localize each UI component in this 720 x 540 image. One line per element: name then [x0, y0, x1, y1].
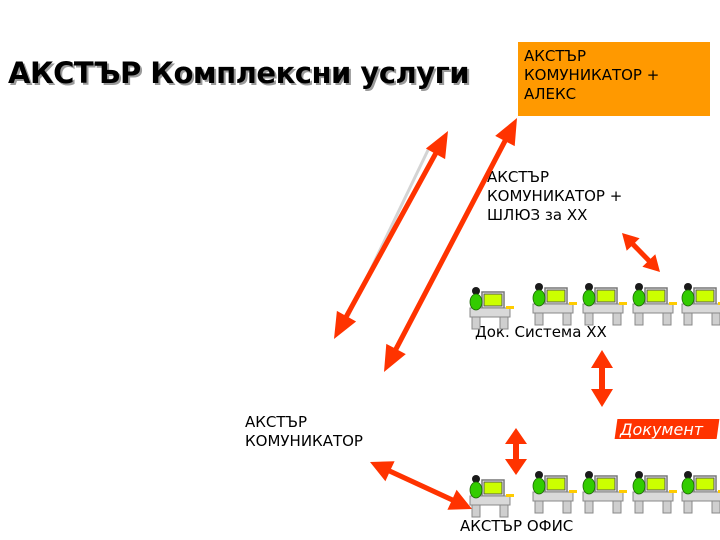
gateway-line-1: АКСТЪР	[487, 168, 550, 186]
arrow-title-to-communicator	[334, 131, 448, 339]
arrows	[334, 118, 660, 510]
communicator-label: АКСТЪР КОМУНИКАТОР	[245, 413, 363, 451]
workstation-icon	[681, 470, 720, 514]
double-arrow-shape	[591, 350, 613, 407]
document-badge-label: Документ	[620, 420, 704, 439]
doc-system-workstations	[469, 282, 720, 330]
office-label: АКСТЪР ОФИС	[460, 517, 574, 535]
arrow-alex-to-communicator	[384, 118, 517, 372]
workstation-icon	[632, 470, 678, 514]
double-arrow-shape	[334, 131, 448, 339]
workstation-icon	[582, 470, 628, 514]
workstation-icon	[632, 282, 678, 326]
office-workstations	[469, 470, 720, 518]
gateway-line-2: КОМУНИКАТОР +	[487, 187, 623, 205]
page-title: АКСТЪР Комплексни услуги	[8, 56, 470, 90]
arrow-office-vertical	[505, 428, 527, 475]
arrow-communicator-to-office	[370, 461, 472, 510]
gateway-communicator-label: АКСТЪР КОМУНИКАТОР + ШЛЮЗ за XX	[487, 168, 622, 225]
communicator-line-1: АКСТЪР	[245, 413, 308, 431]
communicator-line-2: КОМУНИКАТОР	[245, 432, 363, 450]
double-arrow-shape	[370, 461, 472, 510]
arrow-gateway-to-workstations	[622, 233, 660, 272]
workstation-icon	[582, 282, 628, 326]
alex-communicator-box: АКСТЪР КОМУНИКАТОР + АЛЕКС	[518, 42, 710, 116]
workstation-icon	[469, 474, 515, 518]
double-arrow-shape	[622, 233, 660, 272]
gateway-line-3: ШЛЮЗ за XX	[487, 206, 588, 224]
workstation-icon	[532, 282, 578, 326]
workstation-icon	[532, 470, 578, 514]
double-arrow-shape	[505, 428, 527, 475]
alex-box-line-2: КОМУНИКАТОР +	[524, 66, 660, 84]
alex-box-line-1: АКСТЪР	[524, 47, 587, 65]
workstation-icon	[681, 282, 720, 326]
workstation-icon	[469, 286, 515, 330]
arrow-docsys-to-document	[591, 350, 613, 407]
alex-box-line-3: АЛЕКС	[524, 85, 577, 103]
double-arrow-shape	[384, 118, 517, 372]
